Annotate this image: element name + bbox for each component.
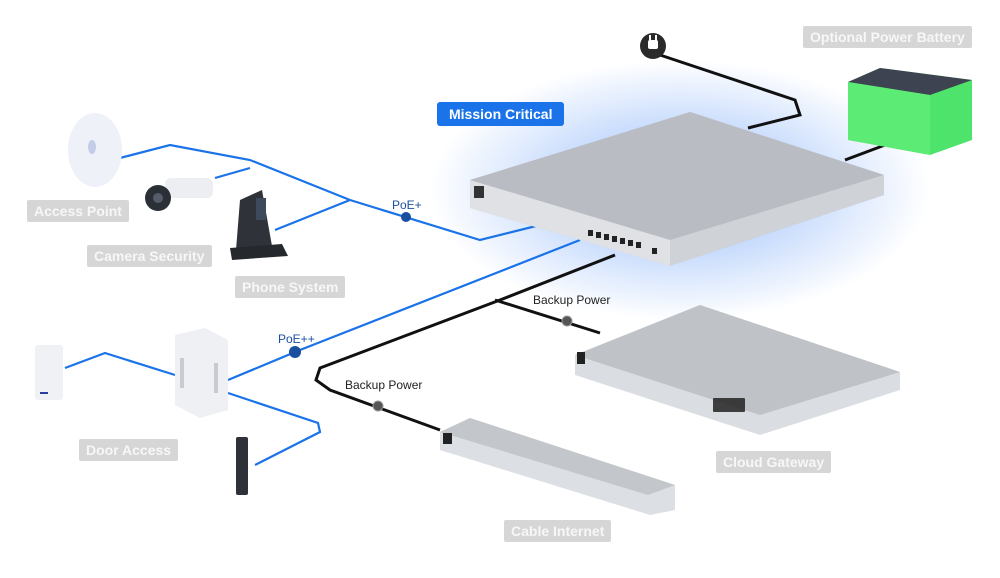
phone-system-label: Phone System xyxy=(235,276,346,298)
cable-door-reader-2 xyxy=(227,391,322,466)
cable-camera xyxy=(214,166,251,180)
poe-plus-plus-connector-icon xyxy=(289,346,301,358)
cable-internet-label: Cable Internet xyxy=(504,520,612,542)
intercom-device xyxy=(236,437,248,495)
poe-plus-caption: PoE+ xyxy=(392,198,422,212)
cable-backup-power-gateway xyxy=(494,298,601,335)
cloud-gateway-label: Cloud Gateway xyxy=(716,451,832,473)
cable-door-reader xyxy=(64,351,176,377)
door-reader-device xyxy=(35,345,63,400)
door-access-hub xyxy=(175,328,228,418)
switch-ports xyxy=(588,230,657,254)
cable-phone xyxy=(274,198,351,232)
access-point-device xyxy=(68,113,122,187)
cable-battery xyxy=(844,143,886,162)
cable-internet-device xyxy=(440,418,675,515)
battery-device xyxy=(848,68,972,155)
cable-access-point xyxy=(119,143,541,242)
poe-plus-connector-icon xyxy=(401,212,411,222)
poe-plus-plus-caption: PoE++ xyxy=(278,332,315,346)
door-access-label: Door Access xyxy=(79,439,179,461)
power-plug-icon xyxy=(640,33,666,59)
security-camera-device xyxy=(145,178,213,211)
camera-security-label: Camera Security xyxy=(87,245,212,267)
backup-power-caption: Backup Power xyxy=(533,293,611,307)
power-cables xyxy=(314,53,886,432)
cable-backup-power-cable xyxy=(314,253,616,432)
cloud-gateway-device xyxy=(575,305,900,435)
mission-critical-switch xyxy=(470,112,884,266)
backup-power-connector-icon xyxy=(561,315,573,327)
optional-power-battery-label: Optional Power Battery xyxy=(803,26,972,48)
mission-critical-label: Mission Critical xyxy=(437,102,565,126)
cable-wall-power xyxy=(659,53,802,130)
access-point-label: Access Point xyxy=(27,200,129,222)
phone-device xyxy=(230,190,288,260)
backup-power-caption: Backup Power xyxy=(345,378,423,392)
backup-power-connector-icon xyxy=(372,400,384,412)
